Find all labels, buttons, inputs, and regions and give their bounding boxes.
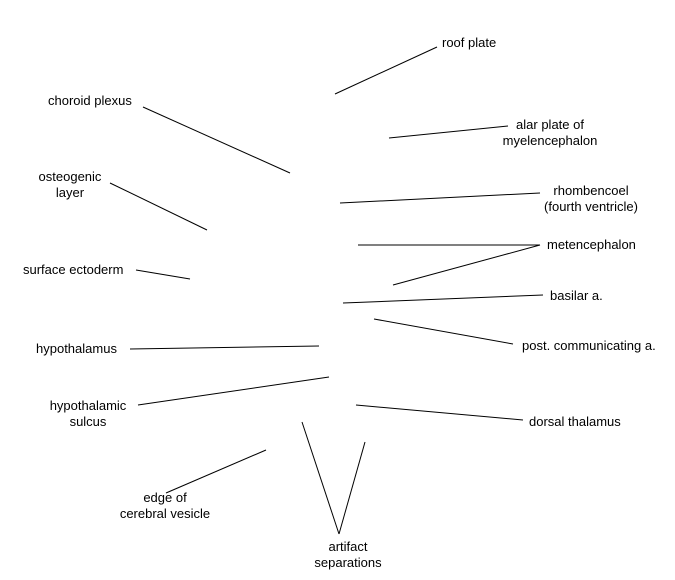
label-edge-cerebral-line1: edge of xyxy=(143,490,187,505)
label-edge-cerebral-line2: cerebral vesicle xyxy=(119,506,211,521)
label-hypothalamic-sulcus: hypothalamic sulcus xyxy=(38,398,138,430)
leader-metencephalon-b xyxy=(392,244,541,286)
leader-alar-plate xyxy=(388,125,509,139)
label-roof-plate: roof plate xyxy=(442,35,497,50)
leader-artifact-b xyxy=(338,441,366,535)
leader-roof-plate xyxy=(334,46,438,95)
label-rhombencoel-line1: rhombencoel xyxy=(553,183,629,198)
label-artifact-line1: artifact xyxy=(328,539,368,554)
leader-hypothalamus xyxy=(129,345,320,350)
label-osteogenic-line1: osteogenic xyxy=(38,169,102,184)
leader-choroid-plexus xyxy=(142,106,291,174)
label-alar-plate: alar plate of myelencephalon xyxy=(490,117,610,149)
leader-basilar xyxy=(342,294,544,304)
label-metencephalon: metencephalon xyxy=(547,237,636,252)
label-artifact-line2: separations xyxy=(314,555,382,570)
leader-edge-cerebral-vesicle xyxy=(165,449,267,494)
label-dorsal-thalamus: dorsal thalamus xyxy=(529,414,621,429)
label-hypothalamus: hypothalamus xyxy=(36,341,117,356)
label-alar-plate-line2: myelencephalon xyxy=(502,133,598,148)
leader-post-communicating xyxy=(373,318,514,345)
label-post-communicating: post. communicating a. xyxy=(522,338,656,353)
label-basilar: basilar a. xyxy=(550,288,603,303)
label-hypothalamic-sulcus-line1: hypothalamic xyxy=(49,398,127,413)
label-surface-ectoderm: surface ectoderm xyxy=(23,262,124,277)
label-osteogenic-layer: osteogenic layer xyxy=(30,169,110,201)
leader-surface-ectoderm xyxy=(135,269,191,280)
label-edge-cerebral-vesicle: edge of cerebral vesicle xyxy=(100,490,230,522)
label-rhombencoel-line2: (fourth ventricle) xyxy=(544,199,638,214)
label-artifact-separations: artifact separations xyxy=(298,539,398,571)
leader-osteogenic-layer xyxy=(109,182,208,231)
leader-artifact-a xyxy=(301,421,340,535)
label-osteogenic-line2: layer xyxy=(55,185,85,200)
leader-dorsal-thalamus xyxy=(355,404,524,421)
label-rhombencoel: rhombencoel (fourth ventricle) xyxy=(526,183,656,215)
leader-rhombencoel xyxy=(339,192,541,204)
label-hypothalamic-sulcus-line2: sulcus xyxy=(69,414,107,429)
label-alar-plate-line1: alar plate of xyxy=(516,117,584,132)
leader-hypothalamic-sulcus xyxy=(137,376,330,406)
label-choroid-plexus: choroid plexus xyxy=(48,93,132,108)
